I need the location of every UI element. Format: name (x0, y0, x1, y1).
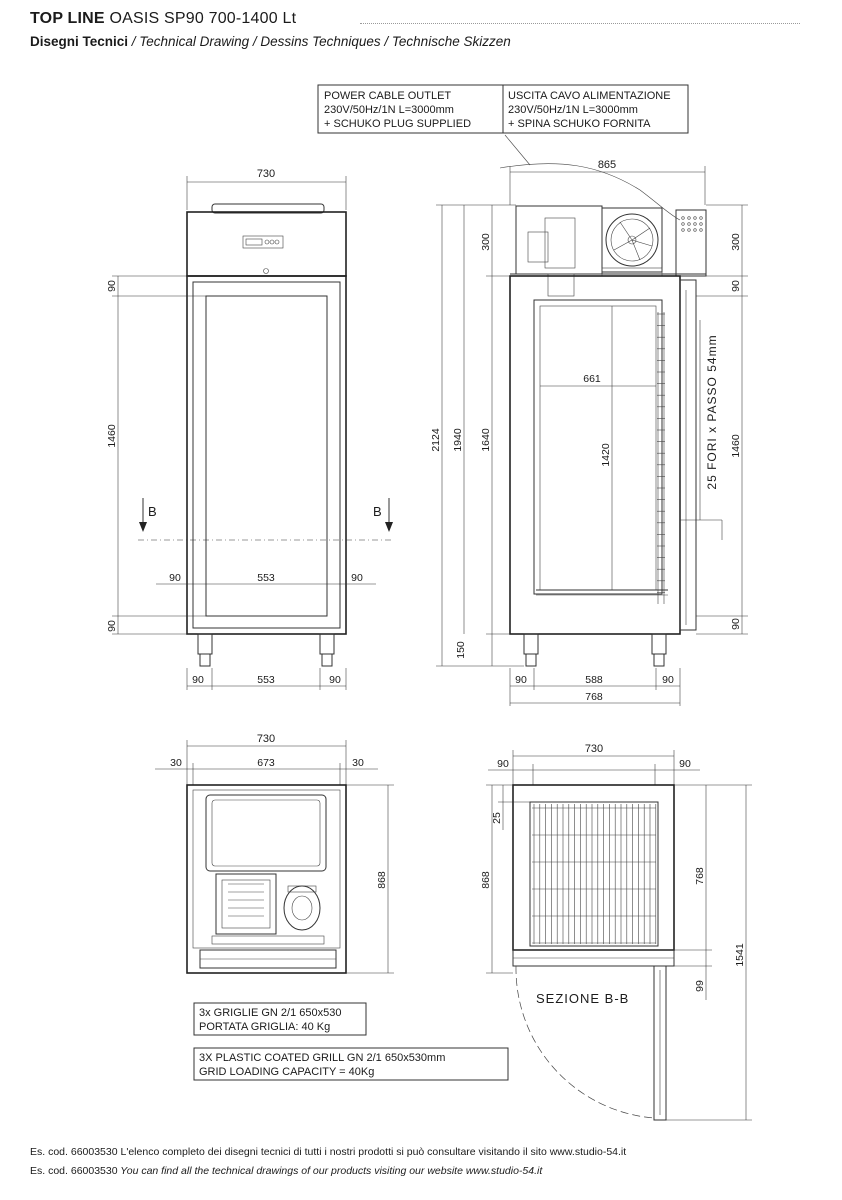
front-base-90-right: 90 (329, 674, 341, 686)
power-it-line-1: USCITA CAVO ALIMENTAZIONE (508, 90, 671, 102)
section-mark-right: B (373, 504, 382, 519)
side-inner-661: 661 (583, 373, 601, 385)
side-base-90-right: 90 (662, 674, 674, 686)
top-width-730: 730 (257, 733, 275, 745)
top-view: 730 30 673 30 868 (155, 733, 394, 974)
footer-line-it: Es. cod. 66003530 L'elenco completo dei … (30, 1143, 626, 1162)
section-label: SEZIONE B-B (536, 991, 629, 1006)
side-base-768: 768 (585, 691, 603, 703)
section-depth-868: 868 (480, 871, 492, 889)
front-width-730: 730 (257, 168, 275, 180)
side-base-90-left: 90 (515, 674, 527, 686)
power-callout: POWER CABLE OUTLET 230V/50Hz/1N L=3000mm… (317, 84, 689, 221)
side-h-1640: 1640 (480, 428, 492, 452)
side-h-300-right: 300 (730, 233, 742, 251)
front-h-1460: 1460 (106, 424, 118, 448)
side-holes-note: 25 FORI x PASSO 54mm (705, 334, 719, 489)
front-h-90-bottom: 90 (106, 620, 118, 632)
front-w-90-left: 90 (169, 572, 181, 584)
section-h-768: 768 (694, 867, 706, 885)
power-cable-line (499, 163, 681, 221)
power-it-line-3: + SPINA SCHUKO FORNITA (508, 118, 651, 130)
top-depth-868: 868 (376, 871, 388, 889)
section-w-90-left: 90 (497, 758, 509, 770)
grill-en-line-1: 3X PLASTIC COATED GRILL GN 2/1 650x530mm (199, 1052, 445, 1064)
top-w-30-right: 30 (352, 757, 364, 769)
power-en-line-2: 230V/50Hz/1N L=3000mm (324, 104, 454, 116)
top-w-673: 673 (257, 757, 275, 769)
section-mark-left: B (148, 504, 157, 519)
brand-name: TOP LINE (30, 10, 105, 27)
page-footer: Es. cod. 66003530 L'elenco completo dei … (30, 1143, 626, 1181)
page-header: TOP LINE OASIS SP90 700-1400 Lt Disegni … (30, 10, 810, 49)
footer-line-en: Es. cod. 66003530 You can find all the t… (30, 1162, 626, 1181)
header-divider (360, 23, 800, 24)
side-width-865: 865 (598, 159, 616, 171)
front-h-90-top: 90 (106, 280, 118, 292)
footer-text-en: You can find all the technical drawings … (117, 1165, 543, 1177)
front-base-90-left: 90 (192, 674, 204, 686)
side-inner-1420: 1420 (600, 443, 612, 467)
side-h-1940: 1940 (452, 428, 464, 452)
door-swing-arc (515, 965, 655, 1119)
front-view: 730 90 1460 90 B B 90 5 (106, 168, 393, 690)
side-view: 865 (430, 159, 748, 706)
power-en-line-3: + SCHUKO PLUG SUPPLIED (324, 118, 471, 130)
front-w-90-right: 90 (351, 572, 363, 584)
top-w-30-left: 30 (170, 757, 182, 769)
footer-text-it: L'elenco completo dei disegni tecnici di… (117, 1146, 627, 1158)
side-h-90-right-top: 90 (730, 280, 742, 292)
section-view-bb: 730 90 90 SEZIONE B-B 868 25 768 99 (480, 743, 752, 1121)
section-h-1541: 1541 (734, 943, 746, 967)
power-en-line-1: POWER CABLE OUTLET (324, 90, 451, 102)
power-it-line-2: 230V/50Hz/1N L=3000mm (508, 104, 638, 116)
section-h-99: 99 (694, 980, 706, 992)
product-title: TOP LINE OASIS SP90 700-1400 Lt (30, 10, 810, 28)
subtitle-bold: Disegni Tecnici (30, 34, 129, 49)
section-h-25: 25 (491, 812, 503, 824)
side-h-300-left: 300 (480, 233, 492, 251)
side-h-150: 150 (455, 641, 467, 659)
front-base-553: 553 (257, 674, 275, 686)
page-subtitle: Disegni Tecnici / Technical Drawing / De… (30, 34, 810, 49)
side-h-90-right-bottom: 90 (730, 618, 742, 630)
footer-code-1: Es. cod. 66003530 (30, 1146, 118, 1158)
grill-en-line-2: GRID LOADING CAPACITY = 40Kg (199, 1066, 374, 1078)
grill-it-line-1: 3x GRIGLIE GN 2/1 650x530 (199, 1007, 341, 1019)
grill-it-line-2: PORTATA GRIGLIA: 40 Kg (199, 1021, 330, 1033)
side-h-2124: 2124 (430, 428, 442, 452)
model-name: OASIS SP90 700-1400 Lt (109, 10, 297, 27)
side-h-1460-right: 1460 (730, 434, 742, 458)
side-base-588: 588 (585, 674, 603, 686)
footer-code-2: Es. cod. 66003530 (30, 1165, 118, 1177)
section-width-730: 730 (585, 743, 603, 755)
grill-callouts: 3x GRIGLIE GN 2/1 650x530 PORTATA GRIGLI… (193, 1002, 509, 1081)
front-w-553: 553 (257, 572, 275, 584)
subtitle-translations: / Technical Drawing / Dessins Techniques… (128, 34, 511, 49)
section-w-90-right: 90 (679, 758, 691, 770)
